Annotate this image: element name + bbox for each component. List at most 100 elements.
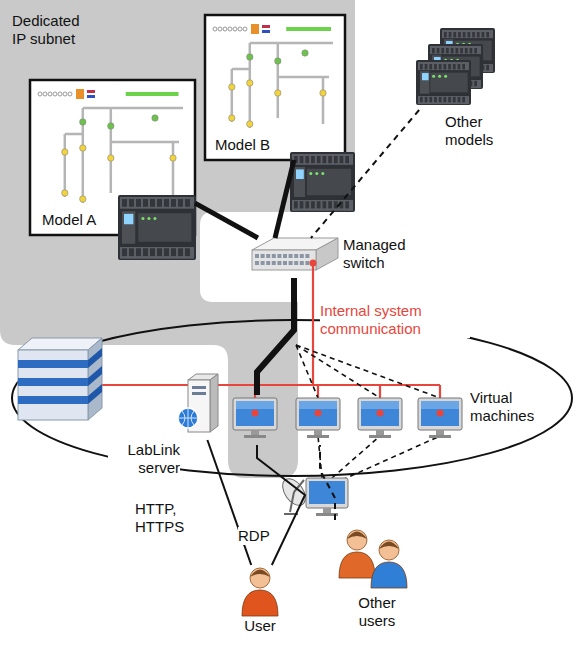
icon-part [294, 167, 305, 197]
icon-part [251, 24, 259, 34]
icon-part [108, 155, 114, 161]
icon-part [310, 260, 317, 267]
icon-part [432, 48, 435, 53]
icon-part [252, 410, 259, 417]
protocol-label: RDP [238, 527, 272, 545]
icon-part [251, 430, 259, 435]
person-icon [371, 540, 407, 588]
icon-part [76, 89, 84, 99]
icon-part [138, 213, 191, 242]
icon-part [379, 540, 399, 560]
icon-part [275, 90, 281, 96]
icon-part [157, 248, 162, 256]
icon-part [178, 408, 198, 428]
icon-part [444, 97, 447, 102]
network-link [320, 445, 335, 520]
icon-part [321, 172, 324, 175]
icon-part [261, 261, 265, 265]
icon-part [164, 199, 169, 207]
icon-part [223, 27, 227, 31]
icon-part [108, 123, 114, 129]
icon-part [150, 199, 155, 207]
icon-part [294, 254, 298, 258]
icon-part [486, 32, 489, 37]
icon-part [250, 570, 270, 578]
icon-part [178, 408, 198, 428]
icon-part [422, 73, 429, 80]
icon-part [88, 366, 102, 386]
icon-part [453, 32, 456, 37]
icon-part [136, 199, 141, 207]
icon-part [430, 46, 481, 54]
icon-part [418, 398, 462, 430]
plc-group: Other models [415, 25, 495, 110]
icon-part [290, 152, 355, 212]
icon-part [122, 248, 127, 256]
icon-part [420, 64, 423, 69]
icon-part [465, 48, 468, 53]
icon-part [147, 217, 150, 220]
icon-part [185, 248, 190, 256]
icon-part [124, 214, 133, 224]
link-caption: Internal system communication [320, 302, 470, 338]
icon-part [178, 199, 183, 207]
icon-part [416, 60, 471, 105]
icon-part [482, 32, 485, 37]
icon-part [421, 401, 459, 409]
icon-part [444, 64, 447, 69]
icon-part [347, 532, 367, 540]
icon-part [192, 386, 206, 389]
icon-part [53, 92, 57, 96]
icon-part [272, 254, 276, 258]
icon-part [441, 48, 444, 53]
icon-part [87, 90, 95, 93]
network-ellipse [12, 320, 572, 476]
icon-part [358, 398, 402, 430]
node-label: Dedicated IP subnet [12, 12, 92, 48]
icon-part [18, 396, 88, 404]
icon-part [453, 97, 456, 102]
icon-part [315, 410, 322, 417]
icon-part [307, 435, 329, 438]
icon-part [314, 430, 322, 435]
icon-part [38, 92, 42, 96]
icon-part [88, 384, 102, 404]
icon-part [247, 54, 253, 60]
icon-part [453, 64, 456, 69]
icon-part [369, 435, 391, 438]
icon-part [236, 401, 274, 409]
icon-part [437, 410, 444, 417]
icon-part [379, 542, 399, 550]
icon-part [425, 64, 428, 69]
icon-part [62, 190, 68, 196]
icon-part [323, 201, 327, 208]
icon-part [442, 30, 493, 38]
icon-part [323, 156, 327, 163]
icon-part [444, 75, 447, 78]
icon-part [80, 119, 86, 125]
icon-part [171, 199, 176, 207]
icon-part [463, 32, 466, 37]
icon-part [317, 201, 321, 208]
user-figure: User [230, 565, 290, 615]
icon-part [261, 254, 265, 258]
icon-part [334, 156, 338, 163]
icon-part [247, 121, 253, 127]
node-label: Other users [342, 594, 412, 630]
icon-part [430, 73, 467, 93]
icon-part [250, 568, 270, 588]
icon-part [233, 398, 277, 430]
icon-part [277, 261, 281, 265]
icon-part [448, 64, 451, 69]
icon-part [320, 90, 326, 96]
icon-part [129, 199, 134, 207]
icon-part [345, 156, 349, 163]
icon-part [307, 169, 351, 195]
icon-part [18, 360, 88, 368]
node-label: Managed switch [343, 236, 413, 272]
icon-part [80, 145, 86, 151]
users-figure: Other users [332, 520, 410, 592]
icon-part [262, 30, 270, 33]
